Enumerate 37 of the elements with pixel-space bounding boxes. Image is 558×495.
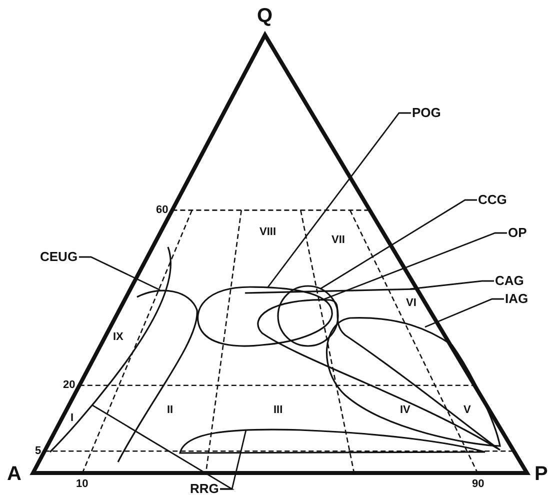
field-label: RRG [190,482,219,495]
apex-label: A [7,463,22,485]
field-label: CCG [478,193,507,207]
leader-line [322,232,507,301]
field-outline [179,428,486,454]
field-number: IV [400,404,410,416]
field-number: III [274,404,283,416]
field-outline [257,299,501,451]
field-label: POG [412,106,441,120]
axis-value: 90 [472,478,484,490]
field-label: IAG [505,292,528,306]
field-outline [197,286,333,347]
field-number: II [167,404,174,416]
leader-line [320,199,477,290]
apex-label: P [534,463,548,485]
axis-value: 10 [76,478,88,490]
field-number: V [464,404,471,416]
leader-line [79,256,160,291]
axis-value: 20 [63,379,76,391]
leader-line [267,112,411,288]
field-number: VI [406,297,416,309]
field-outline [326,317,501,447]
field-number: I [70,412,74,424]
field-outline [277,285,339,347]
axis-value: 5 [35,445,42,457]
field-label: CAG [495,274,524,288]
field-outline [244,288,418,294]
field-number: VIII [260,226,276,238]
apex-label: Q [257,5,273,27]
leader-line [410,280,494,290]
leader-line [424,298,504,328]
field-label: CEUG [40,250,78,264]
field-number: VII [332,234,345,246]
field-number: IX [113,331,124,343]
axis-value: 60 [156,204,168,216]
leader-line [92,404,235,490]
field-label: OP [508,226,527,240]
